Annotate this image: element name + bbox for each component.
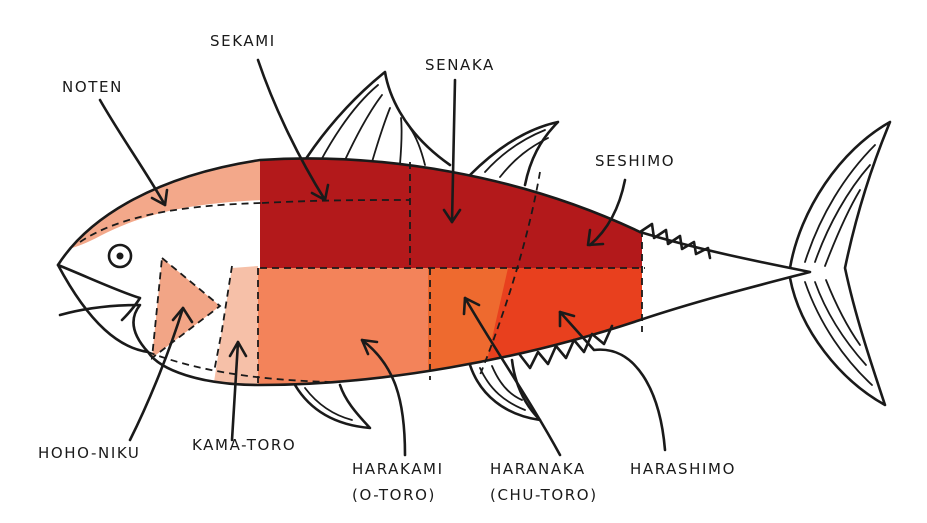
label-harakami: HARAKAMI [352,460,444,478]
arrow-noten [100,100,167,205]
region-sekami [260,150,410,268]
label-seshimo: SESHIMO [595,152,675,170]
label-haranaka: HARANAKA [490,460,586,478]
second-dorsal-fin [470,122,558,185]
region-harakami [258,268,430,395]
pupil-icon [117,253,124,260]
label-senaka: SENAKA [425,56,495,74]
pelvic-fin [295,385,370,428]
label-noten: NOTEN [62,78,123,96]
label-sekami: SEKAMI [210,32,276,50]
label-kama-toro: KAMA-TORO [192,436,296,454]
label-hoho-niku: HOHO-NIKU [38,444,140,462]
dorsal-fin [300,72,450,168]
label-harashimo: HARASHIMO [630,460,736,478]
label-harakami-sub: (O-TORO) [352,486,436,504]
tail-fin [790,122,890,405]
label-haranaka-sub: (CHU-TORO) [490,486,598,504]
